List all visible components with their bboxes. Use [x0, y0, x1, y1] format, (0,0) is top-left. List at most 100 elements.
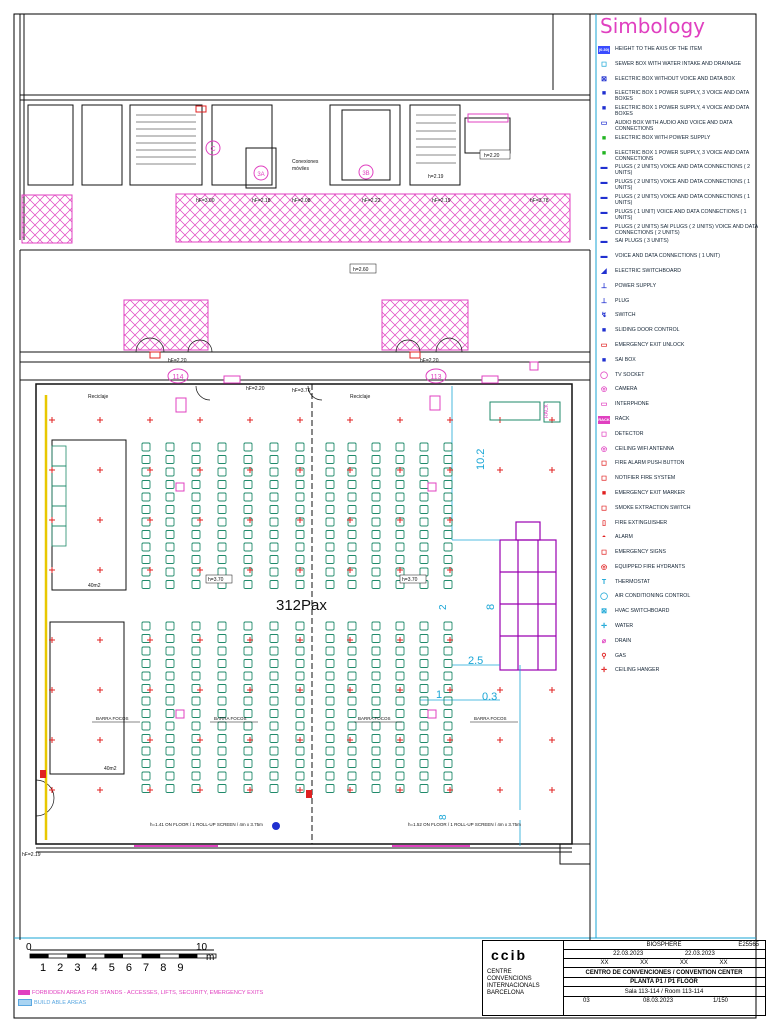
core-3a-label: 3A	[257, 172, 264, 178]
chair	[269, 759, 279, 768]
chair	[217, 721, 227, 731]
chair	[347, 505, 357, 514]
legend-item-label: INTERPHONE	[615, 401, 650, 408]
legend-symbol-icon: ◻	[601, 475, 607, 483]
chair	[165, 734, 175, 743]
ceiling-hanger-icon	[297, 517, 303, 523]
moving-walls-label-1: Conexiones	[292, 159, 319, 165]
chair	[371, 517, 381, 527]
title-block: ccib CENTRE CONVENCIONS INTERNACIONALS B…	[482, 940, 766, 1016]
chair	[191, 480, 201, 489]
chair	[269, 646, 279, 656]
chair	[191, 746, 201, 756]
ceiling-hanger-icon	[549, 467, 555, 473]
chair	[243, 467, 253, 477]
legend-item-label: EMERGENCY SIGNS	[615, 549, 666, 556]
legend-symbol-icon: ▬	[600, 253, 608, 261]
forbidden-areas	[21, 193, 571, 351]
ceiling-hanger-icon	[197, 687, 203, 693]
chair	[325, 659, 335, 668]
ccib-logo: ccib CENTRE CONVENCIONS INTERNACIONALS B…	[483, 941, 564, 1015]
ceiling-hanger-icon	[497, 787, 503, 793]
chair	[141, 455, 151, 464]
chair	[347, 771, 357, 781]
legend-item-label: EQUIPPED FIRE HYDRANTS	[615, 563, 686, 570]
legend-item-label: SWITCH	[615, 312, 636, 319]
ceiling-hanger-icon	[297, 687, 303, 693]
center-height-label: h=3.70	[208, 577, 224, 583]
chair	[419, 634, 429, 643]
chair	[419, 505, 429, 514]
chair	[217, 784, 227, 793]
chair	[269, 634, 279, 643]
chair	[395, 542, 405, 552]
scale-zero: 0	[26, 942, 32, 953]
ceiling-hanger-icon	[247, 517, 253, 523]
room-markers	[167, 140, 447, 384]
legend-item: ■EMERGENCY EXIT MARKER	[598, 490, 758, 505]
ceiling-hanger-icon	[397, 567, 403, 573]
chair	[217, 492, 227, 502]
legend-item-label: CEILING HANGER	[615, 667, 660, 674]
chair	[443, 480, 453, 489]
chair	[269, 771, 279, 781]
chair	[295, 659, 305, 668]
ceiling-hanger-icon	[347, 467, 353, 473]
chair	[371, 771, 381, 781]
chair	[371, 746, 381, 756]
legend-item-label: SMOKE EXTRACTION SWITCH	[615, 504, 691, 511]
legend-item-label: SAI BOX	[615, 356, 636, 363]
height-label: hF=2.19	[432, 198, 451, 204]
chair	[347, 621, 357, 631]
chair	[443, 555, 453, 564]
height-label: h=2.60	[353, 267, 369, 273]
chair	[419, 684, 429, 693]
legend-item: ⊥PLUG	[598, 298, 758, 313]
chair	[443, 734, 453, 743]
chair	[243, 621, 253, 631]
legend-item-label: AIR CONDITIONING CONTROL	[615, 593, 691, 600]
ceiling-hanger-icon	[97, 637, 103, 643]
scale-ticks: 1 2 3 4 5 6 7 8 9	[40, 962, 188, 974]
chair	[295, 721, 305, 731]
legend-item-label: ELECTRIC BOX WITHOUT VOICE AND DATA BOX	[615, 75, 735, 82]
chair	[371, 492, 381, 502]
chair	[141, 492, 151, 502]
ceiling-hanger-icon	[247, 417, 253, 423]
chair	[347, 721, 357, 731]
date-1: 22.03.2023	[613, 951, 644, 957]
chair	[217, 505, 227, 514]
chair	[141, 505, 151, 514]
chair	[269, 505, 279, 514]
legend-item: ◻SEWER BOX WITH WATER INTAKE AND DRAINAG…	[598, 61, 758, 76]
legend-symbol-icon: ■	[601, 90, 607, 98]
ceiling-hanger-icon	[147, 737, 153, 743]
chair	[325, 542, 335, 552]
legend-item: ▯FIRE EXTINGUISHER	[598, 520, 758, 535]
chair	[419, 480, 429, 489]
legend-symbol-icon: ■	[601, 489, 607, 497]
xx-cell: XX	[600, 960, 609, 966]
chair	[395, 709, 405, 718]
chair	[191, 634, 201, 643]
chair	[395, 696, 405, 706]
chair	[325, 759, 335, 768]
chair	[419, 784, 429, 793]
chair	[217, 517, 227, 527]
legend-item-label: FIRE EXTINGUISHER	[615, 519, 668, 526]
chair	[243, 671, 253, 681]
legend-item: ▬PLUGS ( 2 UNITS) VOICE AND DATA CONNECT…	[598, 194, 758, 209]
ceiling-hanger-icon	[447, 687, 453, 693]
ceiling-hanger-icon	[297, 637, 303, 643]
chair	[165, 492, 175, 502]
ceiling-hanger-icon	[147, 517, 153, 523]
legend-symbol-icon: ◻	[601, 60, 607, 68]
chair	[141, 634, 151, 643]
screen-right-label: h=1.52 ON FLOOR / 1 ROLL-UP SCREEN / 4m …	[408, 822, 521, 827]
chair	[325, 646, 335, 656]
chair	[217, 442, 227, 452]
area-label: 40m2	[88, 583, 101, 589]
focus-bar-label: BARRA FOCOS	[96, 716, 129, 721]
legend-item-label: HVAC SWITCHBOARD	[615, 608, 670, 615]
